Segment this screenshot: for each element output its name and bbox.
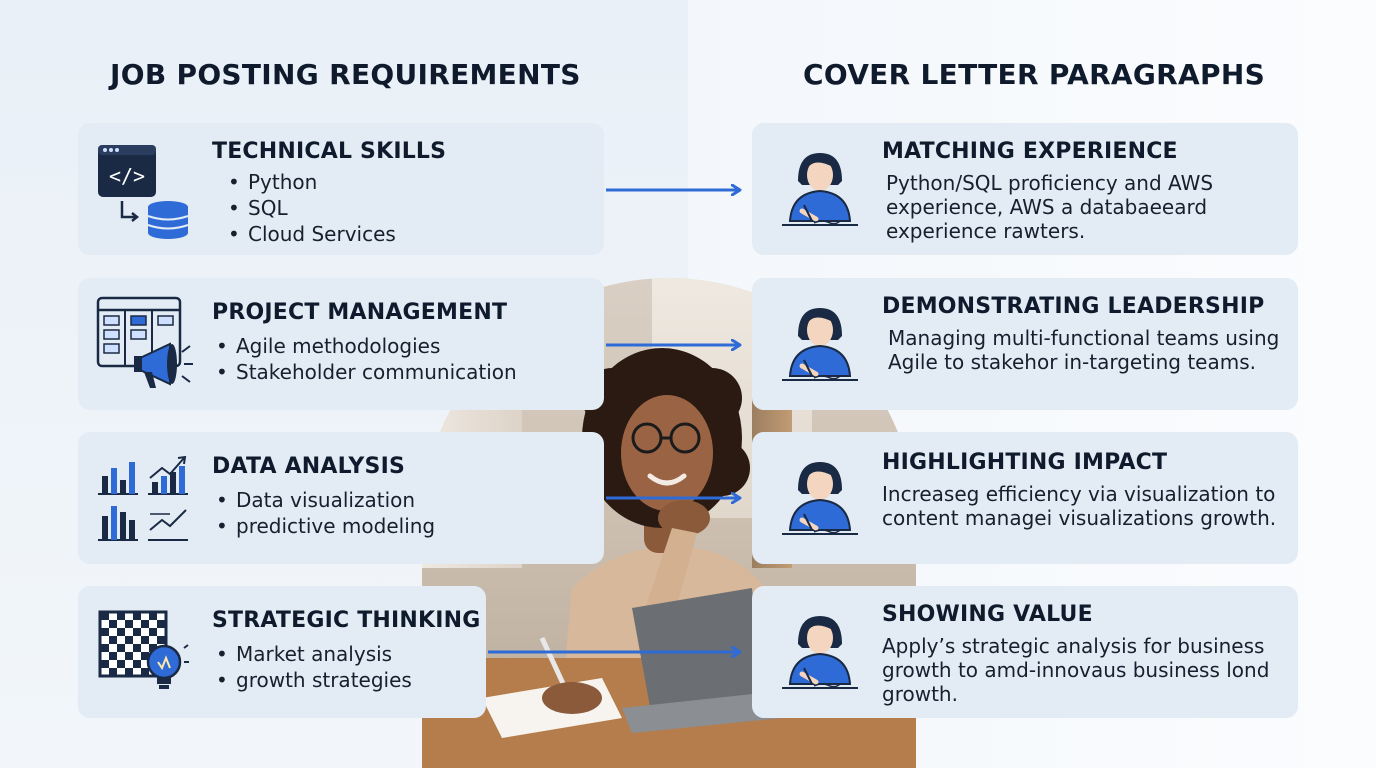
code-database-icon: </>	[98, 145, 189, 239]
cover-letter-heading: COVER LETTER PARAGRAPHS	[803, 58, 1266, 91]
charts-icon	[98, 455, 188, 541]
list-item: Stakeholder communication	[216, 359, 517, 385]
paragraph-title: DEMONSTRATING LEADERSHIP	[882, 294, 1265, 319]
paragraph-card-matching-experience: MATCHING EXPERIENCE Python/SQL proficien…	[752, 123, 1298, 255]
requirement-bullets: Data visualization predictive modeling	[216, 487, 435, 539]
paragraph-card-showing-value: SHOWING VALUE Apply’s strategic analysis…	[752, 586, 1298, 718]
requirement-card-technical-skills: </> TECHNICAL SKILLS Python SQL Cloud Se…	[78, 123, 604, 255]
svg-text:</>: </>	[109, 164, 145, 188]
requirement-bullets: Python SQL Cloud Services	[228, 169, 396, 247]
requirement-bullets: Market analysis growth strategies	[216, 641, 412, 693]
list-item: Market analysis	[216, 641, 412, 667]
requirement-bullets: Agile methodologies Stakeholder communic…	[216, 333, 517, 385]
list-item: predictive modeling	[216, 513, 435, 539]
requirement-title: DATA ANALYSIS	[212, 454, 406, 479]
requirement-card-data-analysis: DATA ANALYSIS Data visualization predict…	[78, 432, 604, 564]
kanban-megaphone-icon	[96, 296, 193, 388]
list-item: Cloud Services	[228, 221, 396, 247]
person-writing-icon	[782, 616, 858, 689]
chessboard-lightbulb-icon	[98, 610, 189, 689]
requirements-heading: JOB POSTING REQUIREMENTS	[110, 58, 581, 91]
requirement-card-project-management: PROJECT MANAGEMENT Agile methodologies S…	[78, 278, 604, 410]
requirement-title: PROJECT MANAGEMENT	[212, 300, 508, 325]
list-item: SQL	[228, 195, 396, 221]
person-writing-icon	[782, 308, 858, 381]
paragraph-card-highlighting-impact: HIGHLIGHTING IMPACT Increaseg efficiency…	[752, 432, 1298, 564]
list-item: Agile methodologies	[216, 333, 517, 359]
paragraph-text: Apply’s strategic analysis for business …	[882, 634, 1270, 706]
paragraph-title: HIGHLIGHTING IMPACT	[882, 450, 1168, 475]
requirement-card-strategic-thinking: STRATEGIC THINKING Market analysis growt…	[78, 586, 486, 718]
list-item: Python	[228, 169, 396, 195]
person-writing-icon	[782, 153, 858, 226]
paragraph-text: Increaseg efficiency via visualization t…	[882, 482, 1277, 530]
paragraph-text: Python/SQL proficiency and AWS experienc…	[886, 171, 1214, 243]
list-item: growth strategies	[216, 667, 412, 693]
requirement-title: TECHNICAL SKILLS	[212, 139, 447, 164]
paragraph-card-demonstrating-leadership: DEMONSTRATING LEADERSHIP Managing multi-…	[752, 278, 1298, 410]
paragraph-title: MATCHING EXPERIENCE	[882, 139, 1178, 164]
requirement-title: STRATEGIC THINKING	[212, 608, 481, 633]
person-writing-icon	[782, 462, 858, 535]
paragraph-text: Managing multi-functional teams using Ag…	[888, 326, 1280, 374]
paragraph-title: SHOWING VALUE	[882, 602, 1093, 627]
list-item: Data visualization	[216, 487, 435, 513]
